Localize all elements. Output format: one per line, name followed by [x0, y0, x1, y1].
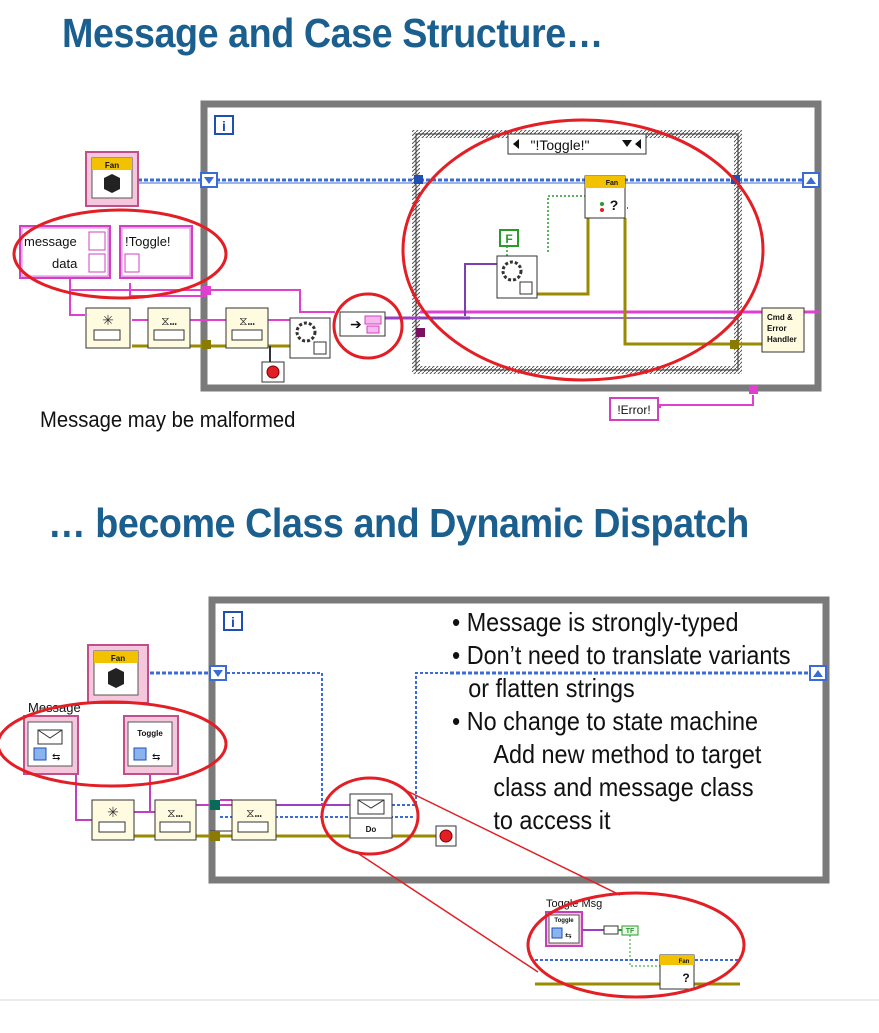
message-wire — [69, 263, 820, 408]
bullet-item: or flatten strings — [468, 673, 635, 703]
toggle-string-constant[interactable]: !Toggle! — [119, 225, 193, 279]
svg-text:➔: ➔ — [350, 316, 362, 332]
fan-class-constant[interactable]: Fan — [87, 644, 149, 704]
toggle-msg-inset: Toggle Msg Toggle ⇆ TF Fan ? — [535, 898, 740, 990]
svg-text:Handler: Handler — [767, 335, 797, 344]
message-cluster-constant[interactable]: message data — [19, 225, 111, 279]
svg-text:Toggle: Toggle — [554, 918, 574, 924]
toggle-class-constant[interactable]: Toggle ⇆ — [123, 715, 179, 775]
highlight-ellipse-do — [320, 776, 420, 856]
callout-line — [404, 789, 621, 896]
inset-title: Toggle Msg — [546, 898, 602, 910]
chevron-down-icon[interactable] — [622, 140, 632, 147]
callout-line — [355, 851, 539, 973]
iteration-label: i — [222, 118, 226, 134]
while-loop-frame — [200, 100, 822, 392]
svg-text:Fan: Fan — [606, 180, 618, 187]
bundle-node[interactable]: ✳ — [85, 307, 131, 349]
case-prev-icon[interactable] — [513, 139, 519, 149]
iteration-terminal — [223, 611, 243, 631]
stop-button-icon[interactable] — [261, 361, 285, 383]
error-wire — [132, 195, 762, 362]
svg-text:⧖…: ⧖… — [167, 806, 183, 820]
svg-text:⇆: ⇆ — [52, 752, 60, 763]
svg-text:?: ? — [682, 971, 689, 985]
caption-malformed: Message may be malformed — [40, 407, 296, 432]
iteration-terminal — [214, 115, 234, 135]
bundle-node[interactable]: ✳ — [91, 799, 135, 841]
stop-button-icon[interactable] — [435, 825, 457, 847]
case-next-icon[interactable] — [635, 139, 641, 149]
svg-text:Cmd &: Cmd & — [767, 313, 793, 322]
false-constant[interactable]: F — [499, 229, 519, 247]
top-diagram: i "!Toggle!" — [12, 100, 822, 421]
gear-icon[interactable] — [289, 317, 331, 359]
bullet-list: • Message is strongly-typed • Don’t need… — [452, 606, 812, 837]
highlight-ellipse-case — [401, 118, 765, 382]
bullet-item: • No change to state machine — [452, 706, 759, 736]
case-selector-label: "!Toggle!" — [531, 137, 590, 153]
enqueue-node[interactable]: ⧖… — [147, 307, 191, 349]
fan-method-node[interactable]: Fan ? — [584, 175, 626, 219]
highlight-ellipse-cluster — [12, 208, 228, 300]
highlight-ellipse-unbundle — [332, 292, 404, 360]
object-wire — [138, 178, 805, 209]
gear-icon[interactable] — [496, 255, 538, 299]
unbundle-string-node[interactable]: ➔ — [339, 311, 386, 337]
cluster-field-message: message — [24, 234, 77, 249]
page-title-top: Message and Case Structure… — [62, 10, 604, 56]
message-class-constant[interactable]: ⇆ — [23, 715, 79, 775]
highlight-ellipse-classes — [0, 700, 228, 788]
svg-text:Fan: Fan — [679, 959, 690, 965]
highlight-ellipse-inset — [526, 891, 746, 999]
svg-text:i: i — [231, 614, 235, 630]
svg-text:⧖…: ⧖… — [246, 806, 262, 820]
svg-text:Fan: Fan — [105, 161, 119, 170]
case-selector[interactable] — [507, 133, 647, 155]
cluster-field-data: data — [52, 256, 78, 271]
svg-text:✳: ✳ — [102, 312, 114, 328]
bullet-item: • Don’t need to translate variants — [452, 640, 791, 670]
enqueue-node[interactable]: ⧖… — [154, 799, 197, 841]
dequeue-node[interactable]: ⧖… — [225, 307, 269, 349]
bottom-diagram: i — [0, 596, 830, 999]
page-title-bottom: … become Class and Dynamic Dispatch — [48, 500, 749, 546]
fan-class-constant[interactable]: Fan — [85, 151, 139, 207]
svg-text:⇆: ⇆ — [152, 752, 160, 763]
svg-text:TF: TF — [626, 928, 635, 935]
svg-text:F: F — [505, 232, 512, 246]
svg-text:Fan: Fan — [111, 654, 125, 663]
svg-text:⇆: ⇆ — [565, 931, 572, 940]
svg-text:Error: Error — [767, 324, 787, 333]
svg-text:Do: Do — [366, 825, 377, 834]
case-structure — [412, 130, 742, 374]
svg-text:Toggle: Toggle — [137, 729, 163, 738]
while-loop-frame — [208, 596, 830, 884]
svg-text:!Error!: !Error! — [617, 403, 650, 417]
svg-text:⧖…: ⧖… — [239, 314, 255, 328]
bullet-item: • Message is strongly-typed — [452, 607, 739, 637]
svg-text:!Toggle!: !Toggle! — [125, 234, 171, 249]
svg-text:✳: ✳ — [107, 804, 119, 820]
svg-text:?: ? — [610, 197, 619, 213]
svg-text:⧖…: ⧖… — [161, 314, 177, 328]
error-string-constant[interactable]: !Error! — [609, 397, 659, 421]
cmd-error-handler[interactable]: Cmd & Error Handler — [761, 307, 805, 353]
do-method-node[interactable]: Do — [349, 793, 393, 839]
dequeue-node[interactable]: ⧖… — [231, 799, 277, 841]
bullet-item: Add new method to target class and messa… — [493, 739, 762, 835]
